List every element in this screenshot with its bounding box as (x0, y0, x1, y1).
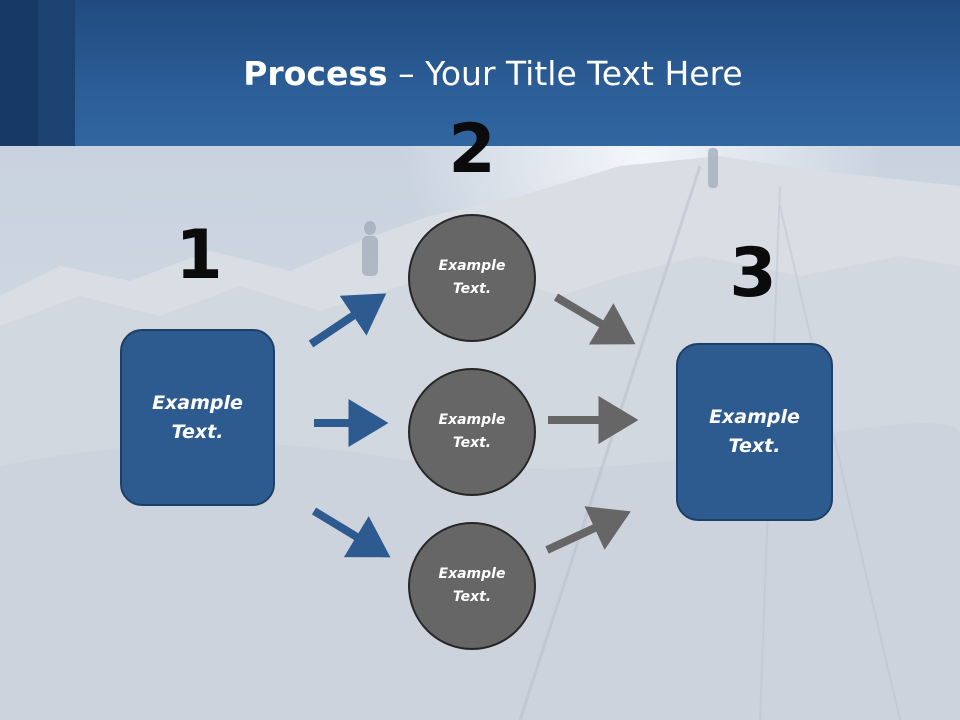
step-number-1: 1 (175, 216, 223, 295)
circle-top-text: Example Text. (438, 258, 506, 297)
step-3-text: Example Text. (709, 406, 800, 457)
circle-middle: Example Text. (408, 368, 536, 496)
circle-bottom: Example Text. (408, 522, 536, 650)
circle-middle-text: Example Text. (438, 412, 506, 451)
arrow-from-circle-top (553, 293, 636, 345)
circle-bottom-text: Example Text. (438, 566, 506, 605)
arrow-to-circle-bottom (311, 507, 391, 558)
skier-silhouette (362, 148, 718, 276)
circle-top: Example Text. (408, 214, 536, 342)
header-stripe (38, 0, 75, 146)
header-stripe (0, 0, 38, 146)
title-rest: – Your Title Text Here (387, 54, 743, 93)
slide-title: Process – Your Title Text Here (0, 52, 960, 96)
step-number-2: 2 (448, 110, 496, 189)
arrow-to-circle-top (308, 293, 387, 348)
arrow-from-circle-bottom (545, 506, 631, 554)
step-1-box: Example Text. (120, 329, 275, 506)
step-1-text: Example Text. (152, 391, 243, 443)
header-band: Process – Your Title Text Here (0, 0, 960, 146)
step-3-box: Example Text. (676, 343, 833, 521)
step-number-3: 3 (729, 234, 777, 313)
title-bold: Process (243, 54, 388, 93)
